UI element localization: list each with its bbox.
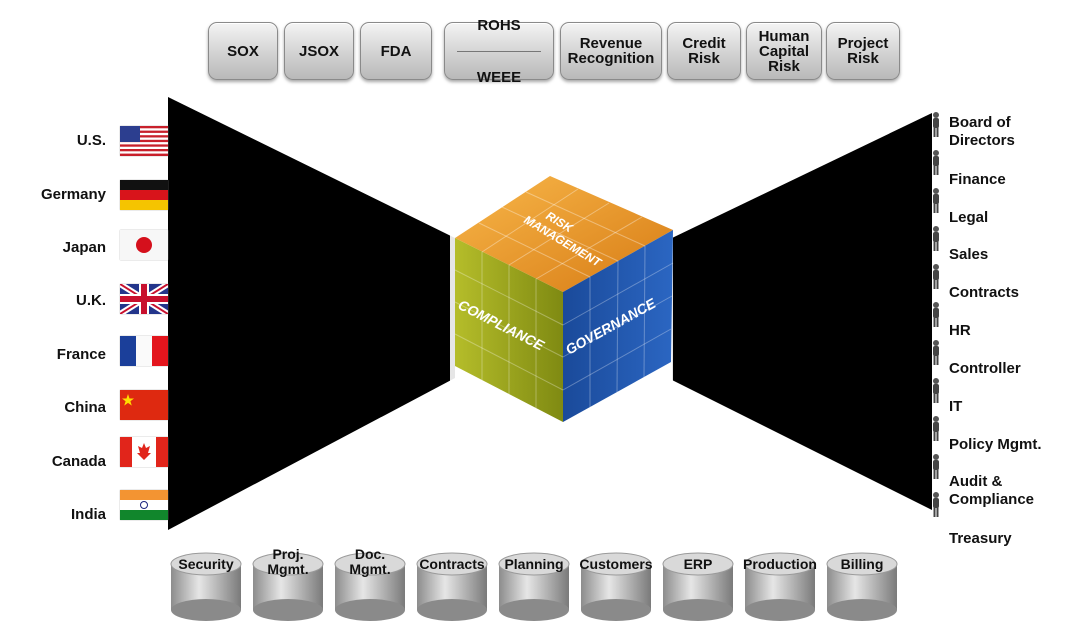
dept-contracts: Contracts [949, 284, 1020, 301]
left-funnel [168, 97, 455, 530]
database-label: Production [743, 556, 817, 572]
person-icon [931, 454, 941, 480]
risk-cube: RISK MANAGEMENT COMPLIANCE GOVERNANCE [454, 176, 674, 422]
flag-uk [120, 284, 168, 314]
top-button-rohs-weee[interactable]: ROHS WEEE [444, 18, 554, 85]
top-button-revenue-recognition[interactable]: Revenue Recognition [560, 22, 662, 80]
dept-audit-compliance: Audit & Compliance [949, 473, 1035, 508]
top-button-label: Human Capital Risk [758, 27, 810, 75]
country-label-japan: Japan [62, 239, 106, 256]
dept-treasury: Treasury [949, 530, 1012, 547]
top-button-jsox[interactable]: JSOX [284, 22, 354, 80]
flag-france [120, 336, 168, 366]
country-label-us: U.S. [76, 132, 106, 149]
top-button-fda[interactable]: FDA [360, 22, 432, 80]
database-icon[interactable] [744, 552, 816, 622]
dept-sales: Sales [949, 246, 989, 263]
top-button-label-top: ROHS [477, 16, 521, 34]
database-icon[interactable] [334, 552, 406, 622]
flag-canada [120, 437, 168, 467]
top-button-human-capital-risk[interactable]: Human Capital Risk [746, 22, 822, 80]
person-icon [931, 112, 941, 138]
top-button-project-risk[interactable]: Project Risk [826, 22, 900, 80]
person-icon [931, 150, 941, 176]
dept-hr: HR [949, 322, 971, 339]
database-label: Billing [840, 556, 884, 572]
dept-finance: Finance [949, 171, 1006, 188]
database-icon[interactable] [580, 552, 652, 622]
database-icon[interactable] [662, 552, 734, 622]
database-label: ERP [683, 556, 713, 572]
dept-it: IT [949, 398, 963, 415]
database-icon[interactable] [416, 552, 488, 622]
person-icon [931, 302, 941, 328]
database-icon[interactable] [170, 552, 242, 622]
dept-board-of-directors: Board of Directors [949, 114, 1015, 149]
person-icon [931, 492, 941, 518]
top-button-label: JSOX [298, 42, 340, 60]
top-button-label: Project Risk [837, 35, 889, 67]
database-label: Customers [579, 556, 653, 572]
dept-policy-mgmt: Policy Mgmt. [949, 436, 1042, 453]
flag-us [120, 126, 168, 156]
country-label-france: France [56, 346, 106, 363]
dept-legal: Legal [949, 209, 989, 226]
top-button-credit-risk[interactable]: Credit Risk [667, 22, 741, 80]
flag-japan [120, 230, 168, 260]
database-icon[interactable] [252, 552, 324, 622]
person-icon [931, 188, 941, 214]
database-label: Planning [504, 556, 564, 572]
database-label: Proj. Mgmt. [267, 546, 309, 577]
top-button-label: FDA [380, 42, 412, 60]
cube-left-face [455, 238, 563, 422]
right-funnel [672, 113, 932, 510]
country-label-india: India [70, 506, 106, 523]
person-icon [931, 264, 941, 290]
database-icon[interactable] [498, 552, 570, 622]
database-label: Doc. Mgmt. [349, 546, 391, 577]
dept-controller: Controller [949, 360, 1021, 377]
person-icon [931, 378, 941, 404]
top-button-label: Credit Risk [682, 35, 726, 67]
top-button-sox[interactable]: SOX [208, 22, 278, 80]
top-button-label-bottom: WEEE [476, 68, 522, 86]
cube-top-face [455, 176, 673, 292]
country-label-canada: Canada [51, 453, 106, 470]
flag-china [120, 390, 168, 420]
country-label-germany: Germany [40, 186, 106, 203]
database-icon[interactable] [826, 552, 898, 622]
country-label-china: China [64, 399, 106, 416]
person-icon [931, 226, 941, 252]
country-label-uk: U.K. [76, 292, 106, 309]
flag-india [120, 490, 168, 520]
database-label: Contracts [419, 556, 485, 572]
top-button-label: Revenue Recognition [567, 35, 655, 67]
top-button-label: SOX [227, 42, 259, 60]
cube-right-face [563, 230, 673, 422]
person-icon [931, 416, 941, 442]
database-label: Security [178, 556, 234, 572]
flag-germany [120, 180, 168, 210]
person-icon [931, 340, 941, 366]
